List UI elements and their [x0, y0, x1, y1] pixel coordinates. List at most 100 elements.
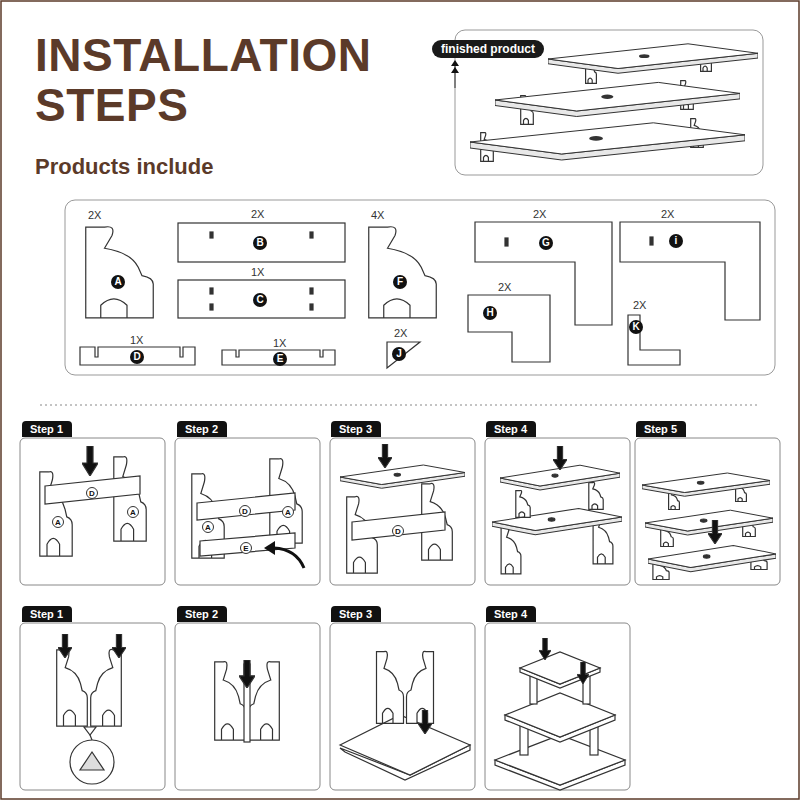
step-art [264, 541, 275, 555]
step-art [378, 444, 392, 468]
step-tab: Step 5 [636, 421, 686, 437]
part-letter: E [273, 352, 287, 366]
node-text: Step 2 [185, 423, 218, 435]
dashed-divider [40, 405, 760, 406]
part-outlines [210, 304, 213, 310]
step-art [340, 715, 470, 775]
part-outlines [650, 237, 653, 245]
step-art [58, 634, 72, 658]
node-text: Step 3 [339, 423, 372, 435]
part-outlines [222, 350, 335, 365]
step-frames [20, 623, 165, 790]
step-art [520, 725, 528, 755]
step-art [377, 651, 404, 723]
part-outlines [369, 227, 437, 318]
quantity-label: 2X [498, 281, 511, 293]
step-art [239, 660, 255, 688]
step-frames [485, 438, 630, 585]
step-frames [330, 438, 475, 585]
step-frames [330, 623, 475, 790]
step-art [91, 649, 122, 726]
step-art [84, 727, 96, 735]
part-letter: i [669, 234, 683, 248]
part-letter: C [253, 293, 267, 307]
step-art [45, 476, 140, 504]
dashed-divider [40, 405, 760, 406]
step-art [197, 493, 295, 520]
step-frames [635, 438, 780, 585]
quantity-label: 1X [130, 334, 143, 346]
step-art [708, 520, 722, 544]
quantity-label: 4X [371, 209, 384, 221]
finished-shelf [470, 44, 758, 162]
part-outlines [178, 280, 345, 318]
step-part-letter: D [392, 525, 404, 537]
step-art [200, 533, 295, 556]
quantity-label: 1X [273, 337, 286, 349]
quantity-label: 2X [251, 208, 264, 220]
step-art [645, 510, 773, 535]
part-outlines [620, 222, 760, 320]
part-outlines [80, 222, 760, 368]
step-tab: Step 4 [486, 606, 536, 622]
step-art [352, 512, 445, 540]
step-frames [175, 623, 320, 790]
finished-panel [451, 60, 459, 73]
step-art [520, 652, 600, 684]
section-heading: Products include [35, 154, 213, 180]
finished-shelf [495, 82, 740, 116]
step-art [648, 545, 776, 571]
part-outlines [505, 238, 508, 246]
step-art [553, 446, 567, 470]
step-frames [485, 623, 630, 790]
step-art [82, 446, 98, 476]
part-letter: H [483, 306, 497, 320]
step-art [516, 491, 530, 518]
product-badge: finished product [432, 40, 544, 58]
quantity-label: 2X [633, 299, 646, 311]
step-part-letter: D [239, 505, 251, 517]
part-outlines [178, 223, 345, 262]
step-art [539, 638, 551, 660]
step-tab: Step 1 [22, 421, 72, 437]
step-part-letter: A [127, 506, 139, 518]
step-art [505, 693, 615, 737]
step-art [114, 457, 146, 541]
step-art [642, 473, 770, 496]
step-part-letter: A [282, 506, 294, 518]
step-art [40, 444, 776, 790]
node-text: Step 1 [30, 608, 63, 620]
quantity-label: 2X [88, 209, 101, 221]
node-text: Step 3 [339, 608, 372, 620]
quantity-label: 2X [533, 208, 546, 220]
part-outlines [387, 342, 420, 368]
part-letter: J [392, 347, 406, 361]
node-text: Step 1 [30, 423, 63, 435]
step-tab: Step 3 [331, 606, 381, 622]
step-art [112, 634, 126, 658]
step-art [501, 526, 521, 574]
step-art [80, 752, 104, 770]
part-outlines [628, 315, 680, 365]
step-frames [175, 438, 320, 585]
step-art [215, 662, 246, 741]
part-letter: D [130, 350, 144, 364]
part-outlines [468, 295, 550, 362]
step-tab: Step 1 [22, 606, 72, 622]
step-art [57, 649, 88, 726]
quantity-label: 2X [661, 208, 674, 220]
step-art [577, 662, 589, 684]
step-art [340, 465, 465, 488]
parts-panel [65, 200, 775, 375]
step-art [249, 662, 280, 741]
step-tab: Step 2 [177, 421, 227, 437]
part-outlines [310, 288, 313, 294]
step-part-letter: E [240, 542, 252, 554]
part-letter: F [393, 275, 407, 289]
part-outlines [310, 304, 313, 310]
node-text: Step 4 [494, 423, 527, 435]
step-art [418, 710, 432, 734]
step-art [274, 548, 304, 568]
